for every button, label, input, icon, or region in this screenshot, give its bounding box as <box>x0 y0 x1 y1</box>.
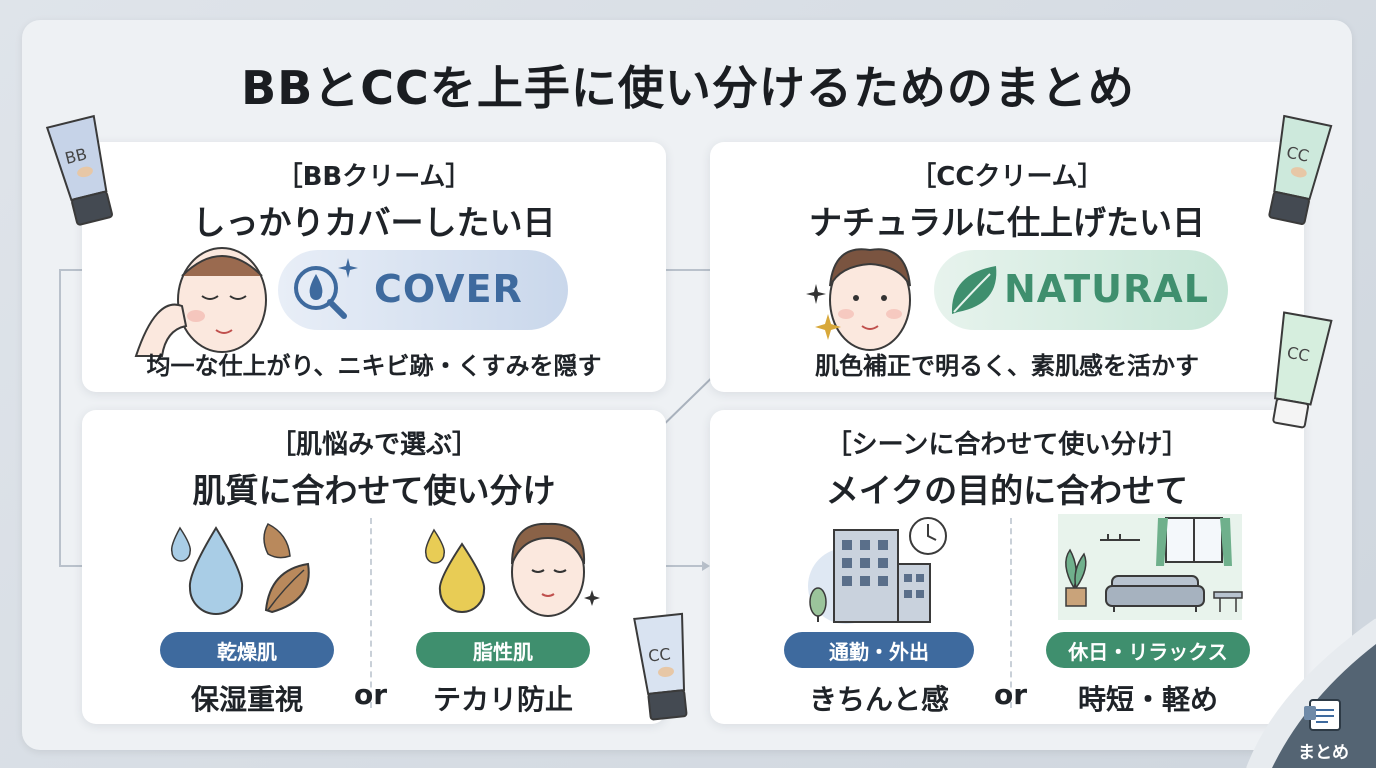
cover-label: COVER <box>374 267 523 311</box>
office-building-icon <box>808 529 931 624</box>
face-cover-illustration <box>134 247 267 357</box>
window-icon <box>1156 517 1232 566</box>
bb-card-description: 均一な仕上がり、ニキビ跡・くすみを隠す <box>146 352 602 380</box>
clock-icon <box>909 517 947 555</box>
sparkle-icon <box>806 284 841 340</box>
water-drop-icon <box>170 526 244 615</box>
sofa-icon <box>1105 575 1205 612</box>
page-title: BBとCCを上手に使い分けるためのまとめ <box>241 61 1135 115</box>
cc-card-heading: ナチュラルに仕上げたい日 <box>809 203 1205 242</box>
dry-skin-badge: 乾燥肌 <box>160 632 334 668</box>
living-room-illustration <box>1058 514 1243 620</box>
natural-label: NATURAL <box>1004 267 1209 311</box>
dry-skin-caption: 保湿重視 <box>190 683 303 716</box>
bb-cream-card: ［BBクリーム］ しっかりカバーしたい日 COVER 均一な仕上がり、ニキビ跡・… <box>82 142 666 392</box>
corner-summary-label: まとめ <box>1298 743 1349 763</box>
water-drop-search-icon <box>294 266 347 319</box>
natural-pill: NATURAL <box>934 250 1228 330</box>
scene-or-label: or <box>994 678 1028 711</box>
skin-card-heading: 肌質に合わせて使い分け <box>192 471 556 510</box>
scene-card: ［シーンに合わせて使い分け］ メイクの目的に合わせて <box>710 410 1304 724</box>
cc-tube-bottom-label: CC <box>647 644 671 665</box>
scene-card-tag: ［シーンに合わせて使い分け］ <box>825 430 1189 460</box>
plant-icon <box>1065 548 1087 607</box>
leaf-icon <box>951 266 997 314</box>
scene-card-heading: メイクの目的に合わせて <box>825 471 1189 510</box>
holiday-caption: 時短・軽め <box>1077 683 1218 716</box>
scene-divider <box>1010 518 1012 708</box>
holiday-badge: 休日・リラックス <box>1046 632 1250 668</box>
cc-tube-top: CC <box>1268 114 1333 225</box>
corner-fold <box>1246 618 1376 768</box>
bb-tube-label: BB <box>63 144 89 168</box>
face-natural-illustration <box>829 248 911 351</box>
commute-caption: きちんと感 <box>808 683 949 716</box>
cc-card-description: 肌色補正で明るく、素肌感を活かす <box>815 352 1199 380</box>
commute-badge: 通勤・外出 <box>784 632 974 668</box>
bb-card-tag: ［BBクリーム］ <box>276 162 472 192</box>
skin-divider <box>370 518 372 708</box>
cc-tube-middle-label: CC <box>1286 343 1311 366</box>
oil-drop-icon <box>424 528 486 613</box>
leaf-icon <box>263 523 310 614</box>
cc-cream-card: ［CCクリーム］ ナチュラルに仕上げたい日 NATURAL 肌色補正で明るく、素… <box>710 142 1304 392</box>
oily-skin-caption: テカリ防止 <box>432 683 573 716</box>
cc-card-tag: ［CCクリーム］ <box>910 162 1104 192</box>
bb-tube: BB <box>45 114 113 226</box>
skin-type-card: ［肌悩みで選ぶ］ 肌質に合わせて使い分け 乾燥肌 脂性肌 保湿重視 or テカリ… <box>82 410 666 724</box>
summary-icon <box>1304 699 1341 731</box>
sparkle-icon <box>338 258 358 278</box>
skin-card-tag: ［肌悩みで選ぶ］ <box>269 430 478 460</box>
cc-tube-bottom: CC <box>633 612 688 721</box>
oily-face-illustration <box>511 522 600 617</box>
cover-pill: COVER <box>278 250 568 330</box>
cc-tube-top-label: CC <box>1285 143 1311 166</box>
bb-card-heading: しっかりカバーしたい日 <box>192 203 556 242</box>
oily-skin-badge: 脂性肌 <box>416 632 590 668</box>
skin-or-label: or <box>354 678 388 711</box>
cc-tube-middle: CC <box>1272 311 1333 429</box>
